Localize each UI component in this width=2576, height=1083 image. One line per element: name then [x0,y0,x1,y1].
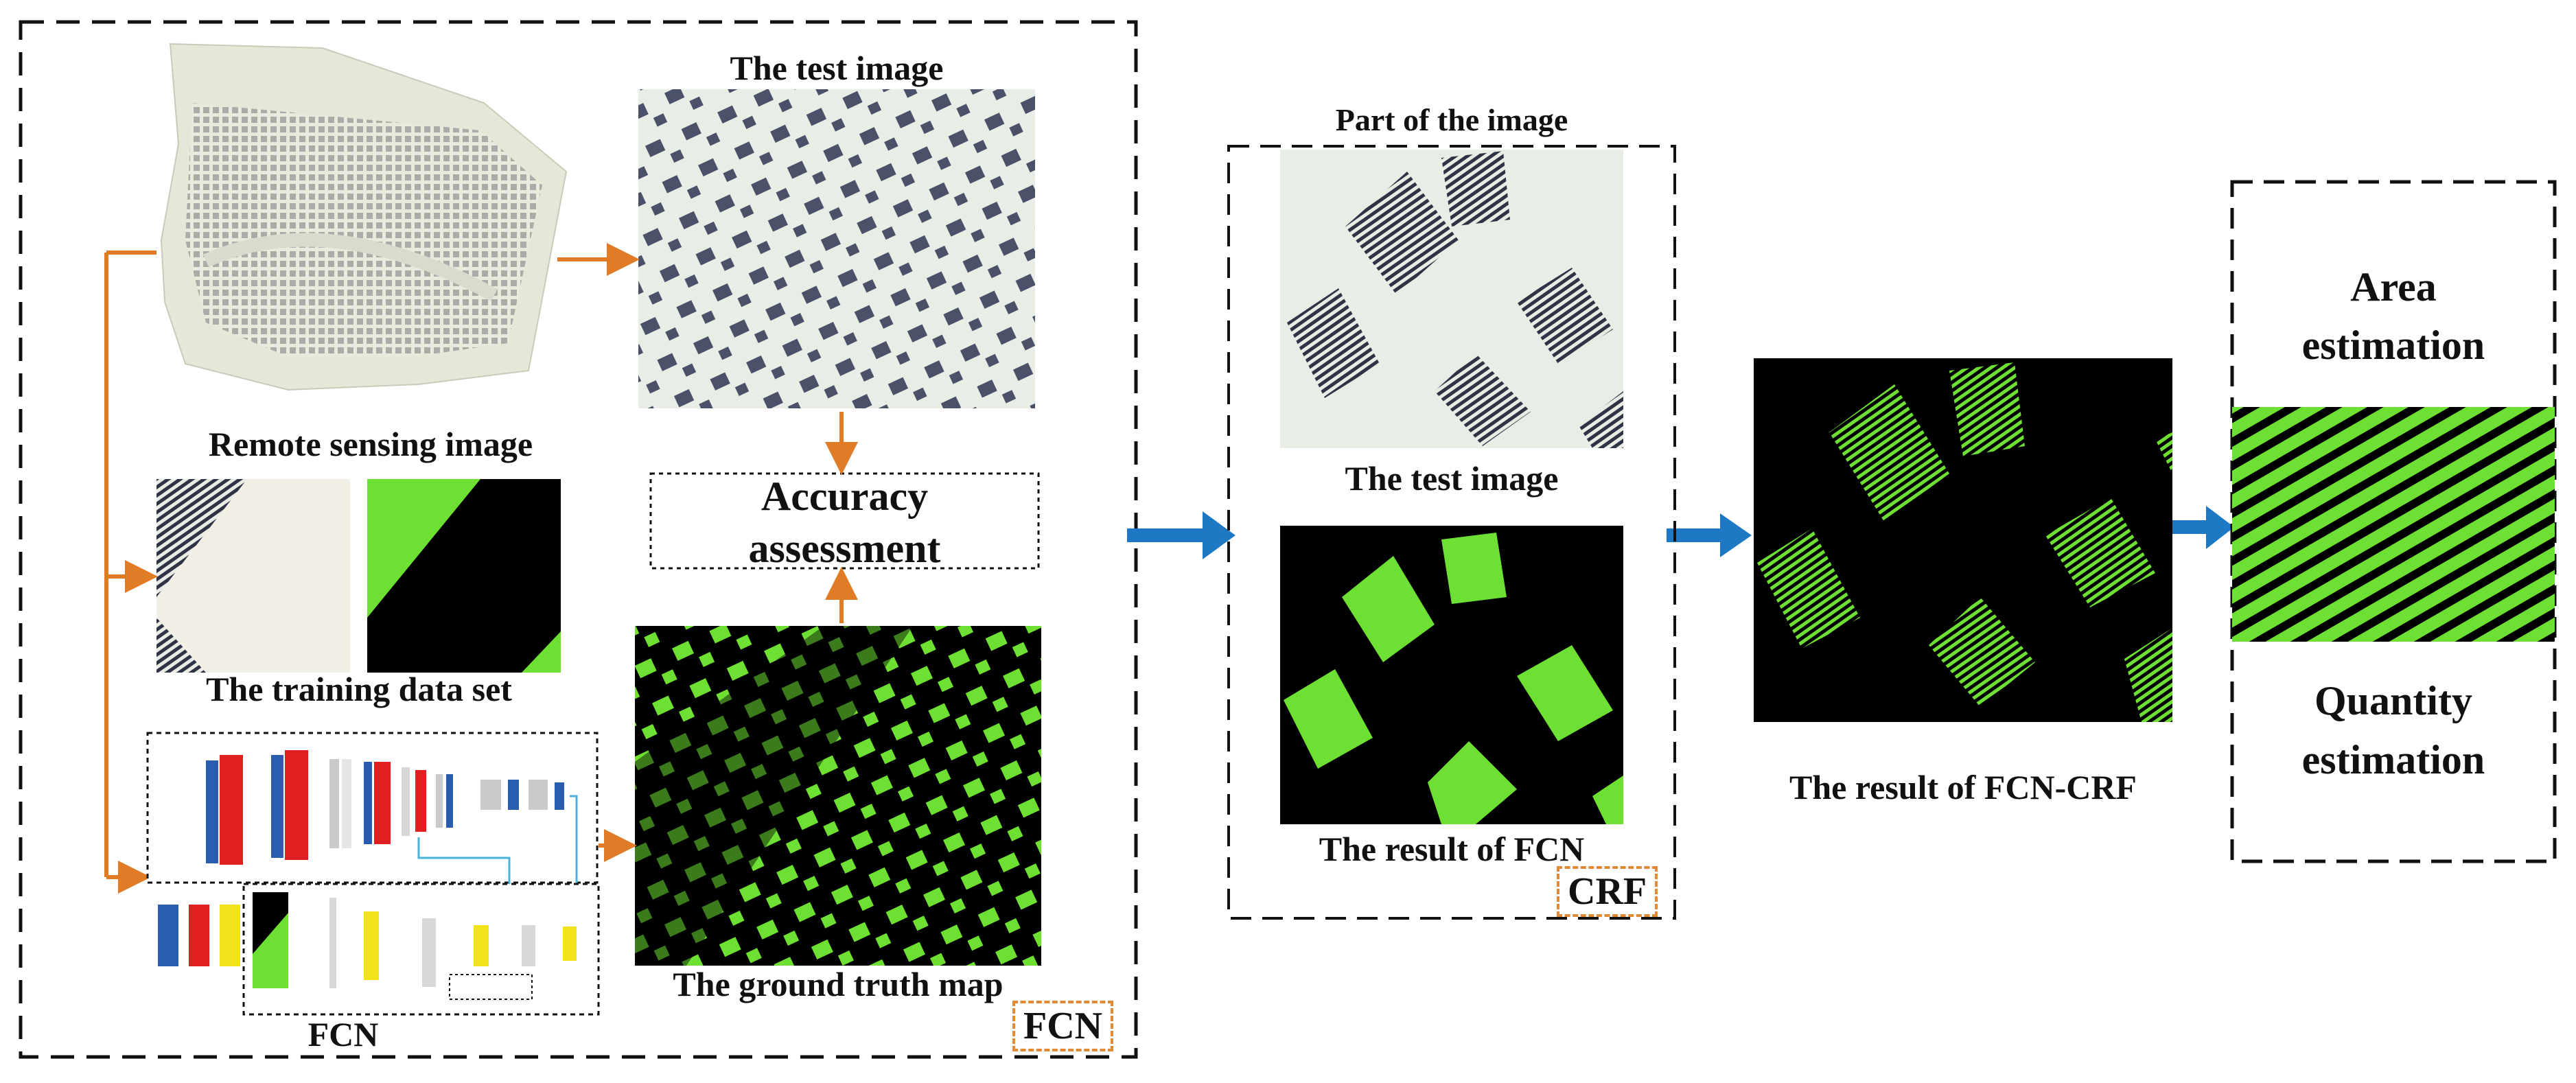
blue-arrow-crf-to-result [1667,513,1752,557]
test-image [638,89,1035,408]
accuracy-label-line2: assessment [748,526,941,571]
blue-arrow-fcn-to-crf [1127,511,1235,559]
crf-panel-tag: CRF [1557,866,1658,917]
crf-panel-border [1227,145,1676,920]
fcn-network-label: FCN [308,1015,379,1053]
crf-test-image [1280,150,1623,448]
training-data-label: The training data set [206,670,512,708]
training-image-patch [156,479,350,673]
part-of-image-label: Part of the image [1335,102,1568,137]
crf-test-image-label: The test image [1345,459,1559,498]
area-estimation-line2: estimation [2301,323,2485,368]
crf-fcn-result-image [1280,526,1623,824]
area-estimation-line1: Area [2350,264,2437,310]
fcn-panel-border [19,20,1138,1059]
fcn-network-lower [158,883,600,1016]
accuracy-label-line1: Accuracy [761,474,929,519]
fcn-result-label: The result of FCN [1319,830,1585,868]
left-bracket-arrows [104,251,158,894]
quantity-estimation-line2: estimation [2301,737,2485,782]
training-mask [367,479,561,673]
fcn-crf-result-label: The result of FCN-CRF [1789,768,2137,806]
quantity-estimation-line1: Quantity [2314,678,2473,723]
ground-truth-label: The ground truth map [673,965,1003,1003]
remote-sensing-image [160,43,568,391]
fcn-network-upper [146,732,599,927]
estimation-image [2232,407,2555,642]
blue-arrow-result-to-estimation [2170,506,2234,549]
ground-truth-map [635,626,1041,966]
fcn-panel-tag: FCN [1012,1001,1114,1051]
fcn-crf-result-image [1754,358,2172,722]
test-image-label: The test image [730,49,944,87]
estimation-panel-border [2230,180,2557,863]
remote-sensing-label: Remote sensing image [208,425,533,463]
